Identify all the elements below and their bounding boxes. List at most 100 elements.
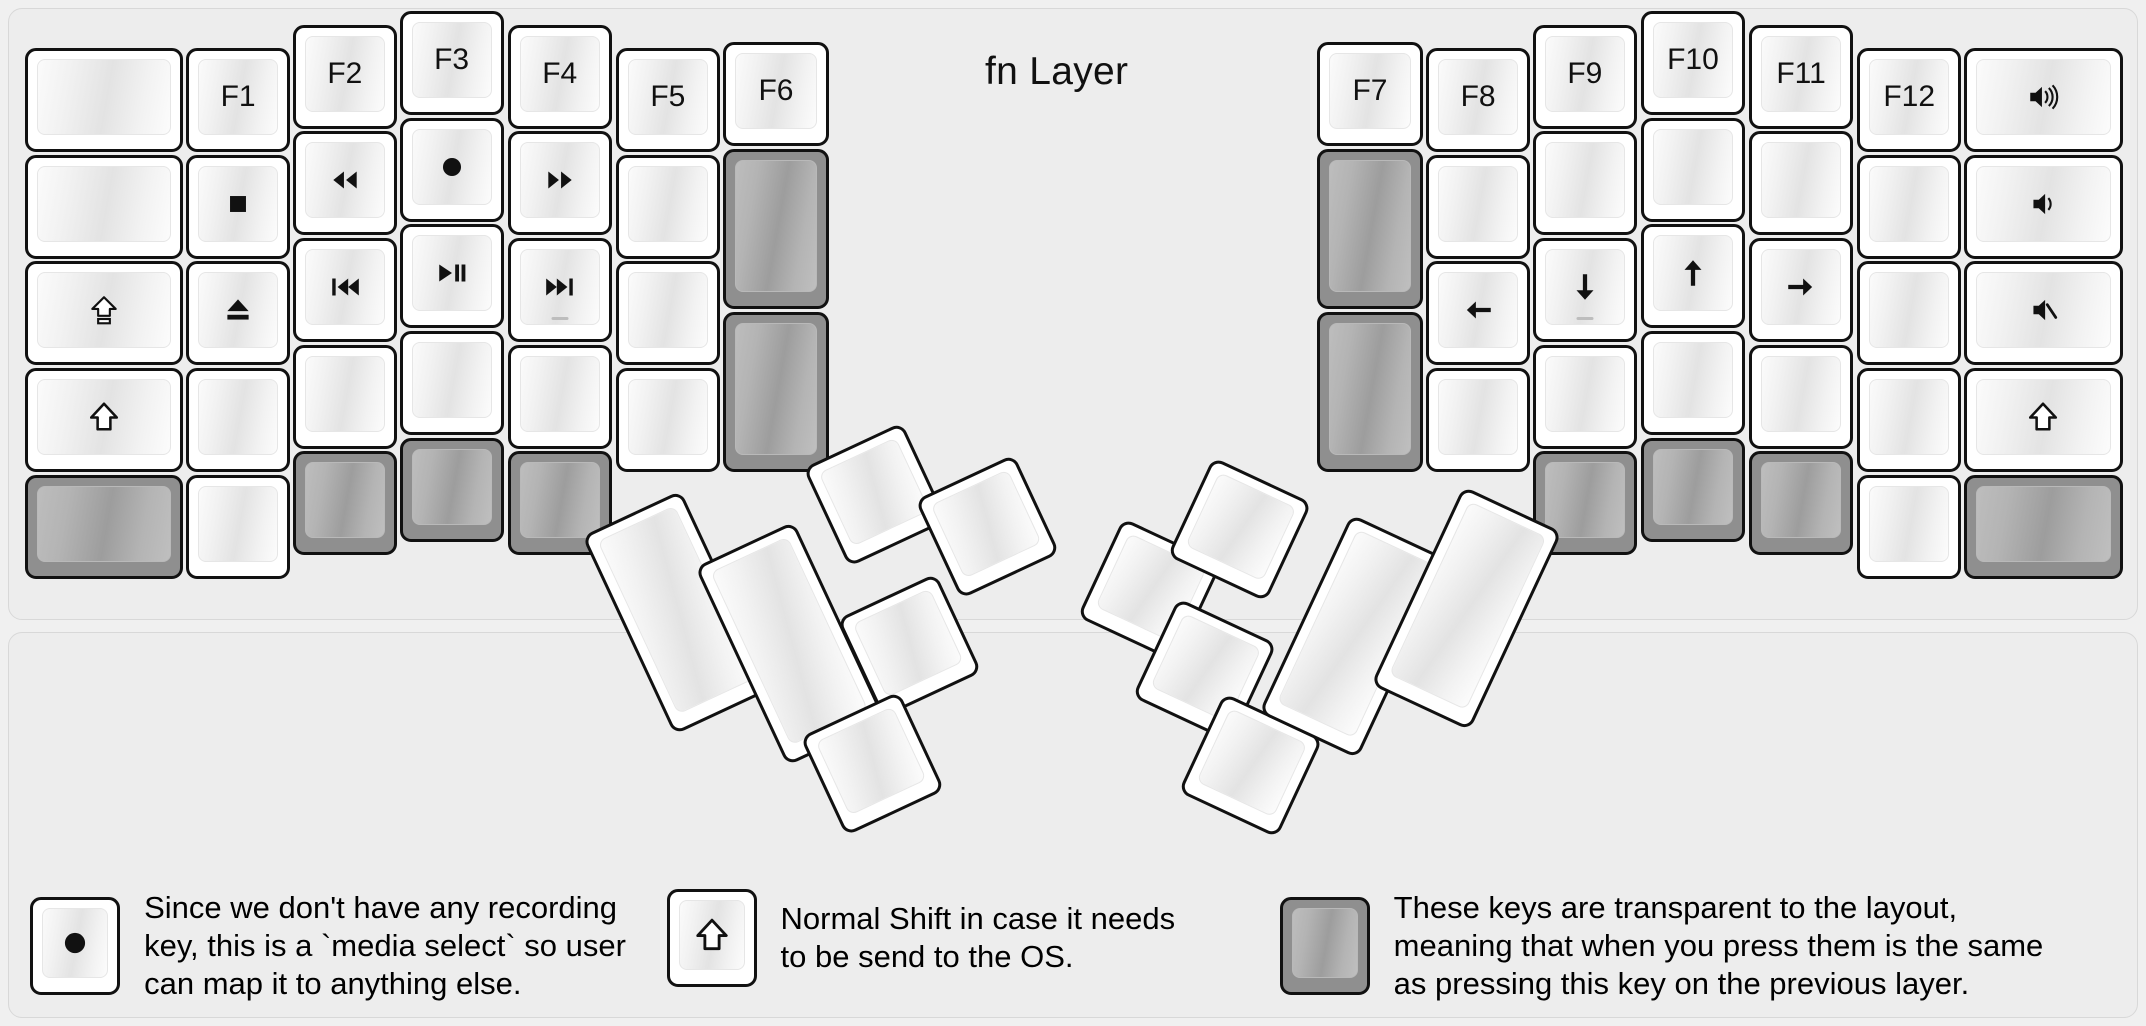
key-left-col-index-1[interactable] xyxy=(507,131,612,236)
keycap-face: F1 xyxy=(198,58,279,135)
key-right-col-ring-2[interactable] xyxy=(1749,238,1854,342)
keycap-face xyxy=(198,485,279,562)
key-left-col-index-inner-3[interactable] xyxy=(615,367,720,472)
key-left-col-pinky-0[interactable]: F1 xyxy=(186,47,291,152)
key-right-col-middle-1[interactable] xyxy=(1640,117,1745,222)
key-right-col-pinky-outer-1[interactable] xyxy=(1963,154,2123,259)
key-right-col-middle-4[interactable] xyxy=(1640,437,1745,542)
key-left-col-ring-3[interactable] xyxy=(292,344,397,449)
key-left-col-middle-1[interactable] xyxy=(399,117,504,222)
keycap-face xyxy=(1652,448,1733,525)
key-label: F12 xyxy=(1883,79,1936,113)
key-right-col-pinky-outer-2[interactable] xyxy=(1963,261,2123,366)
key-label: F2 xyxy=(327,56,363,90)
keycap-face xyxy=(411,128,492,205)
key-left-col-ring-0[interactable]: F2 xyxy=(292,24,397,129)
key-right-col-ring-3[interactable] xyxy=(1749,344,1854,449)
key-right-col-index-inner-1[interactable] xyxy=(1426,154,1531,259)
key-right-col-middle-3[interactable] xyxy=(1640,331,1745,435)
key-left-col-pinky-4[interactable] xyxy=(186,474,291,579)
key-left-col-inner-2[interactable] xyxy=(722,311,830,472)
keycap-face xyxy=(1438,378,1519,455)
key-left-col-pinky-outer-2[interactable] xyxy=(24,261,184,366)
key-left-col-index-inner-2[interactable] xyxy=(615,261,720,366)
key-right-col-pinky-outer-3[interactable] xyxy=(1963,367,2123,472)
keycap-face xyxy=(1869,378,1950,455)
key-left-col-pinky-3[interactable] xyxy=(186,367,291,472)
previous-track-icon xyxy=(328,270,362,304)
key-left-col-pinky-outer-1[interactable] xyxy=(24,154,184,259)
record-icon xyxy=(435,150,469,184)
key-right-col-pinky-outer-4[interactable] xyxy=(1963,474,2123,579)
key-label: F1 xyxy=(220,79,256,113)
key-left-col-index-inner-0[interactable]: F5 xyxy=(615,47,720,152)
keycap-face xyxy=(1975,165,2111,242)
key-right-col-inner-2[interactable] xyxy=(1316,311,1424,472)
homing-bar xyxy=(1576,317,1594,320)
key-right-col-index-inner-2[interactable] xyxy=(1426,261,1531,366)
key-right-col-ring-0[interactable]: F11 xyxy=(1749,24,1854,129)
key-left-col-index-3[interactable] xyxy=(507,344,612,449)
legend-description-1: Normal Shift in case it needs to be send… xyxy=(780,901,1176,975)
key-right-col-ring-4[interactable] xyxy=(1749,451,1854,556)
keycap-face xyxy=(734,322,818,455)
key-left-col-ring-1[interactable] xyxy=(292,131,397,236)
key-left-col-pinky-outer-4[interactable] xyxy=(24,474,184,579)
keycap-face xyxy=(930,468,1043,579)
key-left-col-inner-1[interactable] xyxy=(722,149,830,310)
key-left-col-middle-0[interactable]: F3 xyxy=(399,10,504,115)
keycap-face xyxy=(198,272,279,349)
keycap-face xyxy=(1185,471,1298,582)
key-right-col-pinky-outer-0[interactable] xyxy=(1963,47,2123,152)
key-left-col-pinky-1[interactable] xyxy=(186,154,291,259)
key-right-col-pinky-0[interactable]: F12 xyxy=(1857,47,1962,152)
key-right-col-index-0[interactable]: F9 xyxy=(1532,24,1637,129)
key-label: F4 xyxy=(542,56,578,90)
key-left-col-pinky-outer-0[interactable] xyxy=(24,47,184,152)
key-right-col-index-1[interactable] xyxy=(1532,131,1637,236)
keycap-face xyxy=(411,448,492,525)
keycap-face: F12 xyxy=(1869,58,1950,135)
key-left-col-pinky-2[interactable] xyxy=(186,261,291,366)
key-left-col-middle-4[interactable] xyxy=(399,437,504,542)
keycap-face xyxy=(36,272,172,349)
key-left-col-index-4[interactable] xyxy=(507,451,612,556)
keycap-face xyxy=(36,165,172,242)
keycap-face xyxy=(815,705,928,816)
key-left-col-index-0[interactable]: F4 xyxy=(507,24,612,129)
key-right-col-pinky-1[interactable] xyxy=(1857,154,1962,259)
keycap-face xyxy=(304,249,385,325)
arrow-down-icon xyxy=(1568,270,1602,304)
key-right-col-pinky-3[interactable] xyxy=(1857,367,1962,472)
keycap-face xyxy=(1328,160,1412,293)
keycap-face: F9 xyxy=(1544,35,1625,112)
key-right-col-index-inner-0[interactable]: F8 xyxy=(1426,47,1531,152)
key-right-col-index-3[interactable] xyxy=(1532,344,1637,449)
key-left-col-index-inner-1[interactable] xyxy=(615,154,720,259)
key-left-col-middle-2[interactable] xyxy=(399,224,504,329)
key-right-col-middle-2[interactable] xyxy=(1640,224,1745,329)
key-right-col-index-inner-3[interactable] xyxy=(1426,367,1531,472)
key-right-col-middle-0[interactable]: F10 xyxy=(1640,10,1745,115)
keycap-face xyxy=(519,462,600,539)
key-right-col-index-2[interactable] xyxy=(1532,238,1637,342)
key-left-col-ring-4[interactable] xyxy=(292,451,397,556)
keycap-face xyxy=(1761,249,1842,325)
keycap-face: F7 xyxy=(1328,53,1412,130)
volume-mute-icon xyxy=(2026,293,2060,327)
key-left-col-ring-2[interactable] xyxy=(292,238,397,342)
keycap-face xyxy=(198,378,279,455)
key-right-col-inner-0[interactable]: F7 xyxy=(1316,42,1424,147)
key-left-col-middle-3[interactable] xyxy=(399,331,504,435)
legend-item-0: Since we don't have any recording key, t… xyxy=(30,889,626,1002)
stop-icon xyxy=(221,187,255,221)
keycap-face xyxy=(304,462,385,539)
key-right-col-pinky-2[interactable] xyxy=(1857,261,1962,366)
key-left-col-index-2[interactable] xyxy=(507,238,612,342)
key-left-col-pinky-outer-3[interactable] xyxy=(24,367,184,472)
key-left-col-inner-0[interactable]: F6 xyxy=(722,42,830,147)
key-right-col-pinky-4[interactable] xyxy=(1857,474,1962,579)
key-right-col-ring-1[interactable] xyxy=(1749,131,1854,236)
legend-key-sample-1 xyxy=(666,889,757,988)
key-right-col-inner-1[interactable] xyxy=(1316,149,1424,310)
